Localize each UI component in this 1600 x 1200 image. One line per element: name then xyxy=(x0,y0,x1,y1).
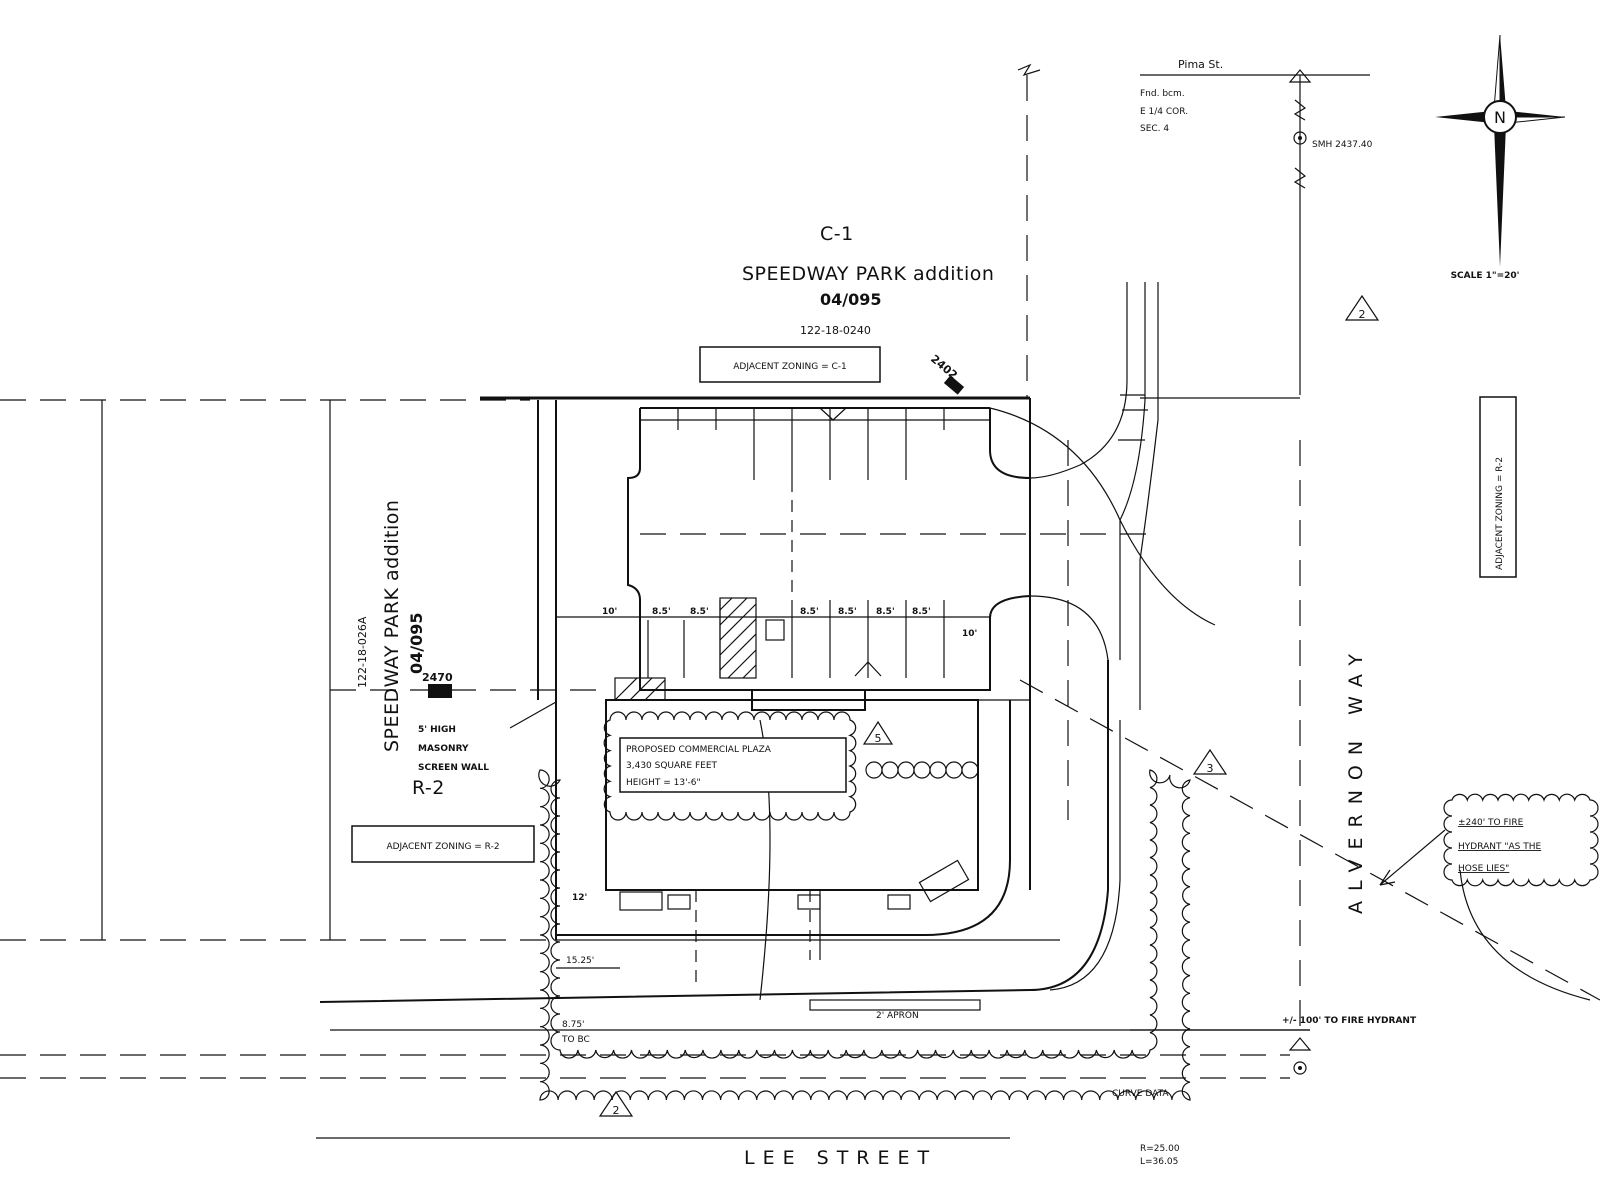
north-parcel-number: 122-18-0240 xyxy=(800,324,871,337)
curve-radius: R=25.00 xyxy=(1140,1144,1180,1154)
adjacent-zoning-r2-east-box xyxy=(1479,396,1517,578)
adjacent-zoning-r2-west: ADJACENT ZONING = R-2 xyxy=(386,842,499,852)
pima-street-label: Pima St. xyxy=(1178,58,1223,71)
survey-note-2: E 1/4 COR. xyxy=(1140,107,1188,117)
stall-dim-3: 8.5' xyxy=(800,607,819,617)
building-area: 3,430 SQUARE FEET xyxy=(626,761,718,771)
north-address: 2402 xyxy=(928,352,960,382)
svg-text:5: 5 xyxy=(875,732,882,745)
scale-label: SCALE 1"=20' xyxy=(1451,271,1520,281)
svg-text:2402: 2402 xyxy=(928,352,960,382)
svg-text:2: 2 xyxy=(1359,308,1366,321)
survey-monument-icon xyxy=(1288,69,1312,1075)
revision-cloud xyxy=(1443,793,1599,887)
adjacent-zoning-c1-box xyxy=(699,346,881,383)
apron-label: 2' APRON xyxy=(876,1011,919,1021)
hydrant-note-3: HOSE LIES" xyxy=(1458,864,1509,874)
west-parcel-number: 122-18-026A xyxy=(356,616,369,688)
building-height: HEIGHT = 13'-6" xyxy=(626,778,701,788)
survey-note-3: SEC. 4 xyxy=(1140,124,1169,134)
west-subdivision-label: SPEEDWAY PARK addition xyxy=(381,500,403,752)
stall-dim-4: 8.5' xyxy=(838,607,857,617)
svg-text:04/095: 04/095 xyxy=(407,612,426,674)
stall-dim-2: 8.5' xyxy=(690,607,709,617)
svg-text:3: 3 xyxy=(1207,762,1214,775)
west-address: 2470 xyxy=(422,671,453,684)
wall-note-2: MASONRY xyxy=(418,744,469,754)
adjacent-zoning-c1: ADJACENT ZONING = C-1 xyxy=(733,362,847,372)
north-arrow-icon: N xyxy=(1435,34,1566,267)
hydrant-100-note: +/- 100' TO FIRE HYDRANT xyxy=(1282,1016,1417,1026)
hydrant-line xyxy=(1019,679,1600,1001)
dim-12: 12' xyxy=(572,893,587,903)
survey-note-1: Fnd. bcm. xyxy=(1140,89,1185,99)
stall-dim-5: 8.5' xyxy=(876,607,895,617)
alvernon-way-label: ALVERNON WAY xyxy=(1345,644,1367,914)
dim-to-bc: TO BC xyxy=(561,1035,590,1045)
west-book-label: 04/095 xyxy=(407,612,426,674)
svg-text:ADJACENT ZONING = R-2: ADJACENT ZONING = R-2 xyxy=(1495,457,1505,570)
north-property-line xyxy=(480,63,1370,1040)
parking-lot xyxy=(556,407,1150,691)
dim-10-left: 10' xyxy=(602,607,617,617)
building-label-box xyxy=(619,737,847,793)
stall-dim-6: 8.5' xyxy=(912,607,931,617)
dim-15-25: 15.25' xyxy=(566,956,594,966)
north-subdivision-label: SPEEDWAY PARK addition xyxy=(742,263,994,285)
north-letter: N xyxy=(1494,108,1506,127)
smh-label: SMH 2437.40 xyxy=(1312,140,1373,150)
revision-triangle-icon: 2 2 3 5 xyxy=(598,294,1380,1117)
driveways xyxy=(989,282,1216,890)
hydrant-note-2: HYDRANT "AS THE xyxy=(1458,842,1541,852)
adjacent-zoning-r2-west-box xyxy=(351,825,535,863)
curve-length: L=36.05 xyxy=(1140,1157,1178,1167)
building-name: PROPOSED COMMERCIAL PLAZA xyxy=(626,745,772,755)
curve-data-label: CURVE DATA xyxy=(1112,1089,1169,1099)
west-zoning-label: R-2 xyxy=(412,777,445,799)
hydrant-note-1: ±240' TO FIRE xyxy=(1458,818,1524,828)
wall-note-3: SCREEN WALL xyxy=(418,763,489,773)
svg-text:ALVERNON WAY: ALVERNON WAY xyxy=(1345,644,1367,914)
north-book-label: 04/095 xyxy=(820,290,882,309)
building-footprint xyxy=(605,677,1030,990)
lee-street-lines xyxy=(0,1029,1310,1139)
site-boundary xyxy=(537,398,1060,941)
svg-text:122-18-026A: 122-18-026A xyxy=(356,616,369,688)
stall-dim-1: 8.5' xyxy=(652,607,671,617)
svg-text:2: 2 xyxy=(613,1104,620,1117)
wall-note-1: 5' HIGH xyxy=(418,725,456,735)
revision-cloud xyxy=(603,711,857,821)
lee-street-label: LEE STREET xyxy=(744,1147,937,1169)
revision-cloud xyxy=(865,761,979,779)
north-zoning-label: C-1 xyxy=(820,223,854,245)
svg-text:SPEEDWAY PARK addition: SPEEDWAY PARK addition xyxy=(381,500,403,752)
adjacent-zoning-r2-east: ADJACENT ZONING = R-2 xyxy=(1495,457,1505,570)
dim-8-75: 8.75' xyxy=(562,1020,585,1030)
dim-10-right: 10' xyxy=(962,629,977,639)
